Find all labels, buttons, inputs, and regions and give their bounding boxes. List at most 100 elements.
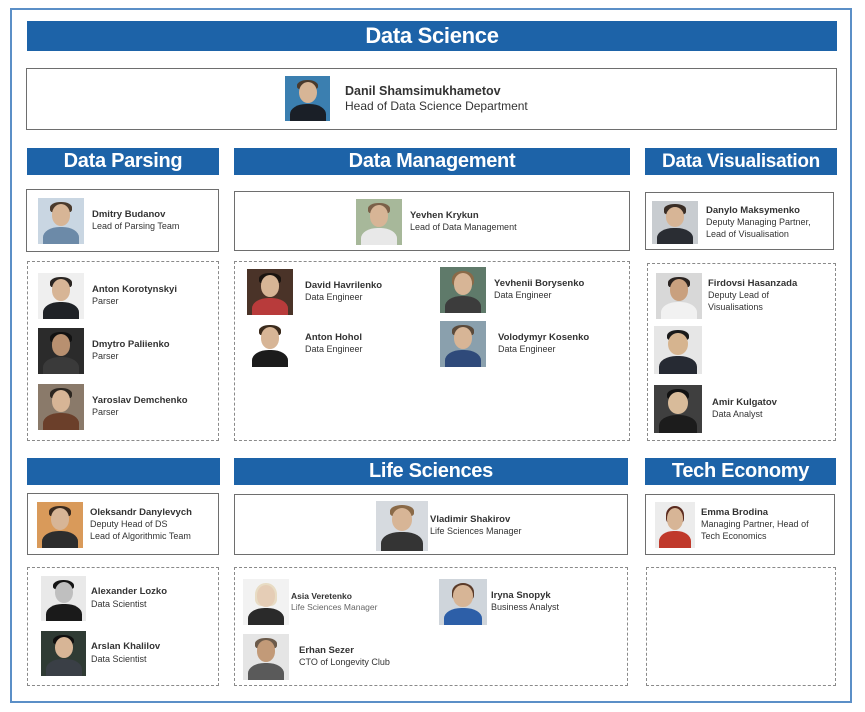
visualisation-team-box: Firdovsi Hasanzada Deputy Lead of Visual… (647, 263, 836, 441)
member-role: Data Scientist (91, 653, 147, 664)
tech-lead-card: Emma Brodina Managing Partner, Head of T… (645, 494, 835, 555)
member-name: Anton Korotynskyi (92, 283, 177, 295)
algorithmic-lead-photo (37, 502, 83, 548)
section-title-data-visualisation: Data Visualisation (645, 148, 837, 175)
algorithmic-lead-role-line2: Lead of Algorithmic Team (90, 531, 191, 542)
section-title-data-management: Data Management (234, 148, 630, 175)
life-lead: Vladimir Shakirov Life Sciences Manager (376, 501, 522, 551)
section-title-algorithmic (27, 458, 220, 485)
member-role-line2: Visualisations (708, 302, 763, 313)
member-name: Erhan Sezer (299, 644, 354, 656)
member-name: Yevhenii Borysenko (494, 277, 585, 289)
department-title: Data Science (27, 21, 837, 51)
tech-lead: Emma Brodina Managing Partner, Head of T… (655, 502, 809, 548)
member-role-line1: Deputy Lead of (708, 290, 770, 301)
algorithmic-member: Arslan Khalilov Data Scientist (41, 631, 160, 676)
life-member: Asia Veretenko Life Sciences Manager (243, 579, 377, 625)
algorithmic-lead-card: Oleksandr Danylevych Deputy Head of DS L… (27, 493, 219, 555)
member-photo (243, 579, 289, 625)
member-photo (247, 269, 293, 315)
management-lead-card: Yevhen Krykun Lead of Data Management (234, 191, 630, 251)
member-role: Life Sciences Manager (291, 602, 378, 612)
parsing-member: Dmytro Paliienko Parser (38, 328, 170, 374)
member-photo (656, 273, 702, 319)
visualisation-lead-card: Danylo Maksymenko Deputy Managing Partne… (645, 192, 834, 250)
head-card: Danil Shamsimukhametov Head of Data Scie… (26, 68, 837, 130)
member-role: Data Scientist (91, 598, 147, 609)
tech-lead-role-line1: Managing Partner, Head of (701, 519, 809, 530)
life-lead-name: Vladimir Shakirov (430, 513, 511, 525)
member-photo (440, 267, 486, 313)
member-name: Yaroslav Demchenko (92, 394, 188, 406)
management-member: Volodymyr Kosenko Data Engineer (440, 321, 589, 367)
member-photo (243, 634, 289, 680)
algorithmic-lead-role-line1: Deputy Head of DS (90, 519, 168, 530)
life-lead-role: Life Sciences Manager (430, 526, 522, 537)
management-lead-role: Lead of Data Management (410, 222, 517, 233)
algorithmic-team-box: Alexander Lozko Data Scientist Arslan Kh… (27, 567, 219, 686)
head-role: Head of Data Science Department (345, 98, 528, 113)
head-person: Danil Shamsimukhametov Head of Data Scie… (285, 76, 528, 121)
member-name: Volodymyr Kosenko (498, 331, 590, 343)
visualisation-lead-photo (652, 201, 698, 244)
member-role: Data Engineer (305, 344, 363, 355)
member-role: Parser (92, 296, 119, 307)
member-photo (38, 273, 84, 319)
visualisation-member-photo-only (654, 326, 702, 374)
member-role: Data Engineer (305, 292, 363, 303)
visualisation-lead-role-line2: Lead of Visualisation (706, 228, 789, 239)
member-name: Firdovsi Hasanzada (708, 278, 798, 290)
member-name: Arslan Khalilov (91, 641, 161, 653)
head-name: Danil Shamsimukhametov (345, 83, 501, 98)
visualisation-member: Firdovsi Hasanzada Deputy Lead of Visual… (656, 273, 797, 319)
section-title-tech-economy: Tech Economy (645, 458, 836, 485)
parsing-lead-role: Lead of Parsing Team (92, 221, 180, 232)
member-photo (38, 328, 84, 374)
member-role: Parser (92, 407, 119, 418)
member-name: David Havrilenko (305, 279, 383, 291)
management-lead-name: Yevhen Krykun (410, 209, 479, 221)
member-name: Anton Hohol (305, 331, 362, 343)
algorithmic-lead-name: Oleksandr Danylevych (90, 507, 192, 519)
member-name: Amir Kulgatov (712, 396, 777, 408)
tech-team-box (646, 567, 836, 686)
member-role: CTO of Longevity Club (299, 657, 390, 668)
member-photo (41, 631, 86, 676)
life-member: Iryna Snopyk Business Analyst (439, 579, 559, 625)
management-member: Anton Hohol Data Engineer (247, 321, 363, 367)
member-role: Data Analyst (712, 409, 763, 420)
parsing-lead-card: Dmitry Budanov Lead of Parsing Team (26, 189, 219, 252)
life-lead-card: Vladimir Shakirov Life Sciences Manager (234, 494, 628, 555)
parsing-member: Anton Korotynskyi Parser (38, 273, 177, 319)
visualisation-lead-name: Danylo Maksymenko (706, 204, 800, 216)
member-name: Dmytro Paliienko (92, 338, 170, 350)
algorithmic-lead: Oleksandr Danylevych Deputy Head of DS L… (37, 502, 192, 548)
tech-lead-name: Emma Brodina (701, 507, 769, 519)
management-lead-photo (356, 199, 402, 245)
tech-lead-role-line2: Tech Economics (701, 531, 767, 542)
visualisation-lead: Danylo Maksymenko Deputy Managing Partne… (652, 201, 811, 244)
visualisation-member: Amir Kulgatov Data Analyst (654, 385, 777, 433)
management-lead: Yevhen Krykun Lead of Data Management (356, 199, 517, 245)
parsing-lead-photo (38, 198, 84, 244)
section-title-life-sciences: Life Sciences (234, 458, 628, 485)
management-member: Yevhenii Borysenko Data Engineer (440, 267, 584, 313)
member-photo (654, 326, 702, 374)
member-name: Alexander Lozko (91, 586, 168, 598)
parsing-member: Yaroslav Demchenko Parser (38, 384, 188, 430)
management-team-box: David Havrilenko Data Engineer Anton Hoh… (234, 261, 630, 441)
member-photo (654, 385, 702, 433)
member-name: Iryna Snopyk (491, 589, 551, 601)
parsing-team-box: Anton Korotynskyi Parser Dmytro Paliienk… (27, 261, 219, 441)
head-photo (285, 76, 330, 121)
member-photo (247, 321, 293, 367)
parsing-lead: Dmitry Budanov Lead of Parsing Team (38, 198, 179, 244)
life-lead-photo (376, 501, 428, 551)
member-photo (38, 384, 84, 430)
member-photo (439, 579, 487, 625)
member-role: Business Analyst (491, 602, 560, 613)
member-role: Parser (92, 351, 119, 362)
life-team-box: Asia Veretenko Life Sciences Manager Iry… (234, 567, 628, 686)
tech-lead-photo (655, 502, 695, 548)
member-role: Data Engineer (498, 344, 556, 355)
